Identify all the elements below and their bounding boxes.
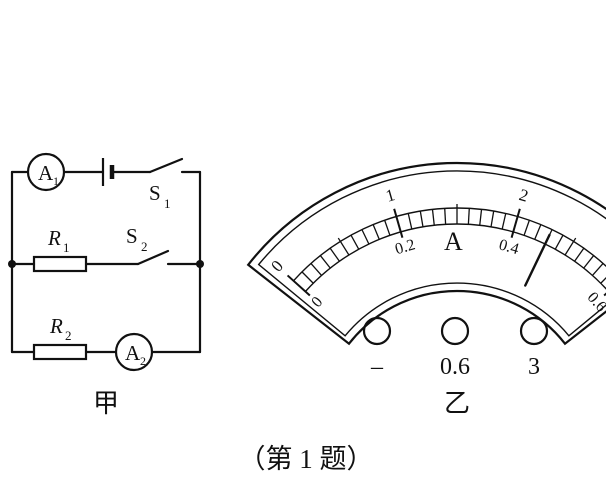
minor-tick — [554, 234, 564, 250]
resistor-r1-sub: 1 — [63, 240, 70, 255]
resistor-r1-letter: R — [47, 226, 61, 250]
minor-tick — [407, 213, 413, 230]
minor-tick — [479, 209, 483, 226]
minor-tick — [574, 247, 585, 262]
minor-tick — [583, 255, 595, 269]
upper-scale-label: 2 — [517, 185, 530, 206]
resistor-r2-body — [32, 343, 88, 361]
lower-scale-label: 0.6 — [584, 289, 606, 315]
minor-tick — [329, 247, 340, 262]
minor-tick — [564, 237, 577, 256]
resistor-r2-sub: 2 — [65, 328, 72, 343]
junction-left — [8, 260, 16, 268]
circuit-caption: 甲 — [93, 389, 119, 418]
upper-scale-label: 1 — [384, 185, 397, 206]
meter-needle — [524, 233, 551, 287]
scale-inner-arc — [304, 223, 606, 292]
lower-scale-label: 0.2 — [393, 236, 417, 258]
terminal-label: – — [370, 354, 384, 380]
ammeter-dial: 0123 00.20.40.6 A — [246, 161, 606, 346]
figure-caption: （第 1 题） — [239, 444, 374, 474]
minor-tick — [384, 220, 391, 236]
minor-tick — [350, 234, 360, 250]
upper-scale-labels: 0123 — [267, 185, 530, 276]
major-tick — [286, 274, 311, 297]
minor-tick — [301, 271, 314, 284]
terminal-post — [519, 316, 549, 346]
minor-tick — [523, 220, 530, 236]
switch-s1: S 1 — [148, 157, 184, 211]
terminal-label: 0.6 — [440, 354, 470, 380]
scale-ticks — [286, 204, 606, 297]
dial-unit-label: A — [444, 227, 463, 256]
resistor-r2: R 2 — [32, 314, 88, 361]
ammeter-a2-letter: A — [125, 341, 141, 365]
resistor-r2-letter: R — [49, 314, 63, 338]
ammeter-a1-sub: 1 — [53, 174, 59, 188]
circuit-diagram: A 1 S 1 R 1 S 2 — [8, 152, 204, 418]
minor-tick — [501, 213, 507, 230]
minor-tick — [361, 229, 370, 245]
minor-tick — [319, 255, 331, 269]
ammeter-a2: A 2 — [114, 332, 154, 372]
major-tick — [510, 208, 521, 238]
switch-s1-blade — [148, 157, 184, 174]
resistor-r1: R 1 — [32, 226, 88, 273]
meter-caption: 乙 — [444, 389, 470, 418]
resistor-r1-body — [32, 255, 88, 273]
meter-terminals: – 0.6 3 — [362, 316, 549, 380]
upper-scale-label: 0 — [267, 257, 287, 276]
switch-s2: S 2 — [126, 224, 170, 266]
terminal-post — [440, 316, 470, 346]
terminal-label: 3 — [528, 354, 540, 380]
dial-outer-outline — [246, 161, 606, 346]
junction-right — [196, 260, 204, 268]
ammeter-a1-letter: A — [38, 161, 54, 185]
switch-s1-sub: 1 — [164, 196, 171, 211]
major-tick — [393, 208, 404, 238]
minor-tick — [444, 208, 447, 225]
minor-tick — [337, 237, 350, 256]
switch-s2-blade — [136, 249, 170, 266]
minor-tick — [534, 224, 542, 240]
switch-s2-letter: S — [126, 224, 138, 248]
dial-inner-outline — [257, 170, 606, 337]
battery-cell — [101, 158, 115, 186]
minor-tick — [310, 263, 323, 276]
minor-tick — [419, 210, 424, 227]
switch-s1-letter: S — [149, 181, 161, 205]
ammeter-a1-circle — [26, 152, 66, 192]
minor-tick — [600, 277, 606, 284]
minor-tick — [431, 209, 435, 226]
ammeter-a2-circle — [114, 332, 154, 372]
switch-s2-sub: 2 — [141, 239, 148, 254]
ammeter-a2-sub: 2 — [140, 354, 146, 368]
ammeter-a1: A 1 — [26, 152, 66, 192]
lower-scale-label: 0.4 — [497, 236, 521, 258]
minor-tick — [372, 224, 380, 240]
minor-tick — [490, 210, 495, 227]
minor-tick — [591, 263, 604, 276]
minor-tick — [467, 208, 470, 225]
terminal-post — [362, 316, 392, 346]
